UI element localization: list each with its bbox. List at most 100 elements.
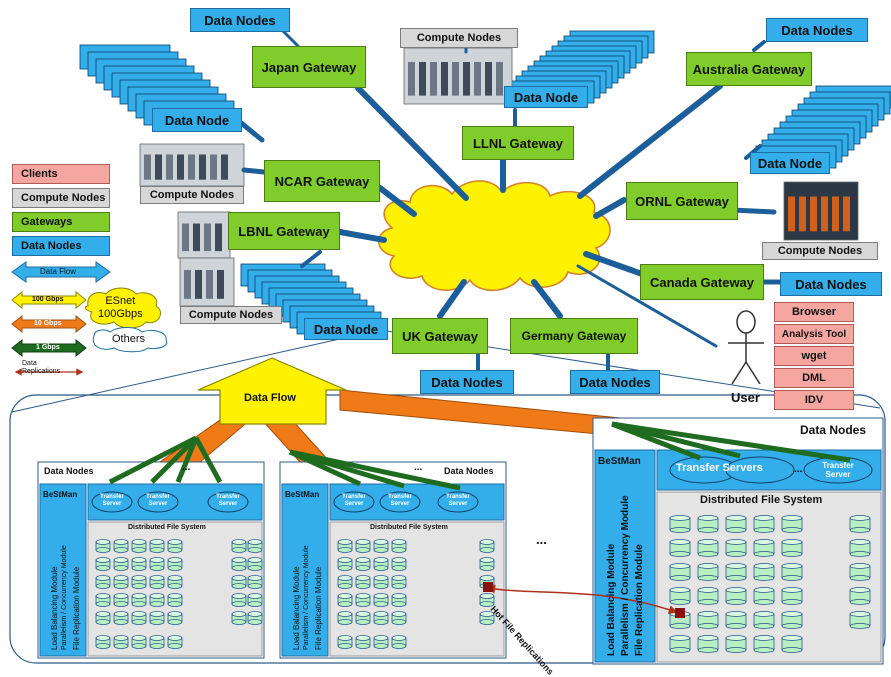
disk-g2-top: [337, 611, 353, 617]
compute-photo-lbnl-b-rack: [184, 270, 191, 299]
disk-g3c-bottom: [781, 647, 803, 653]
compute-photo-ornl-rack: [810, 196, 817, 232]
disk-g1-bottom: [149, 565, 165, 571]
transfer-server-label: Transfer Server: [342, 494, 366, 507]
legend-1gbps-label: 1 Gbps: [36, 344, 60, 351]
disk-g2-top: [355, 593, 371, 599]
transfer-server-oval: [207, 491, 249, 513]
disk-g2-top: [373, 557, 389, 563]
disk-g2: [391, 611, 407, 625]
disk-g1-bottom: [113, 547, 129, 553]
disk-g2-top: [337, 593, 353, 599]
disk-g1: [167, 593, 183, 607]
compute-photo-ncar-rack: [199, 154, 206, 180]
disk-g1-bottom: [149, 619, 165, 625]
compute-photo-llnl-rack: [441, 62, 448, 96]
disk-g3-top: [781, 611, 803, 617]
disk-g2-top: [391, 593, 407, 599]
disk-g1-top: [149, 557, 165, 563]
disk-g3c-bottom: [697, 647, 719, 653]
disk-g1-top: [113, 611, 129, 617]
disk-g3b-top: [849, 539, 871, 545]
hot-file-source: [483, 582, 493, 592]
disk-g3-bottom: [781, 623, 803, 629]
disk-g1-top: [167, 611, 183, 617]
tool-wget: wget: [774, 346, 854, 366]
disk-g2-bottom: [373, 601, 389, 607]
disk-g3-bottom: [697, 575, 719, 581]
compute-photo-llnl-rack: [419, 62, 426, 96]
disk-g2-top: [337, 539, 353, 545]
compute-photo-lbnl-b-rack: [195, 270, 202, 299]
disk-g3-top: [725, 587, 747, 593]
disk-g1b-top: [247, 575, 263, 581]
disk-g3-top: [697, 539, 719, 545]
disk-g3-top: [781, 587, 803, 593]
middle-ellipsis: ...: [536, 532, 547, 547]
module-replication-3: File Replication Module: [634, 544, 645, 656]
disk-g1-bottom: [131, 619, 147, 625]
disk-g3-top: [725, 515, 747, 521]
disk-g1-top: [113, 539, 129, 545]
bestman-label-1: BeStMan: [43, 490, 78, 499]
disk-g3b-bottom: [849, 527, 871, 533]
disk-g1-bottom: [113, 601, 129, 607]
disk-g2-top: [373, 593, 389, 599]
disk-g1-bottom: [149, 601, 165, 607]
disk-g3-bottom: [697, 623, 719, 629]
transfer-server-label: Transfer Server: [446, 494, 470, 507]
disk-g2-top: [355, 539, 371, 545]
disk-g3c: [725, 635, 747, 653]
disk-g1c: [149, 635, 165, 649]
bestman-column-2: [281, 483, 329, 657]
disk-g3: [781, 587, 803, 605]
disk-g1c-bottom: [113, 643, 129, 649]
disk-g2-bottom: [355, 619, 371, 625]
disk-g2b-top: [479, 575, 495, 581]
disk-g2c-bottom: [355, 643, 371, 649]
disk-g2-bottom: [373, 583, 389, 589]
group3-ellipsis: ...: [794, 464, 803, 475]
detail-data-nodes-2: Data Nodes: [444, 466, 494, 476]
disk-g3: [725, 563, 747, 581]
disk-g1c: [167, 635, 183, 649]
disk-g1-top: [113, 557, 129, 563]
disk-g3: [753, 539, 775, 557]
detail-data-flow-label: Data Flow: [244, 392, 296, 404]
disk-g2: [373, 593, 389, 607]
disk-g1c: [113, 635, 129, 649]
module-parallelism-3: Parallelism / Concurrency Module: [620, 495, 631, 656]
disk-g2c-top: [355, 635, 371, 641]
transfer-server-label: Transfer Server: [216, 494, 240, 507]
disk-g3: [697, 611, 719, 629]
compute-nodes-ncar-label: Compute Nodes: [140, 186, 244, 204]
disk-g3: [669, 539, 691, 557]
disk-g2-top: [373, 611, 389, 617]
compute-nodes-lbnl-label: Compute Nodes: [180, 306, 282, 324]
disk-g3b-bottom: [849, 551, 871, 557]
disk-g2-top: [391, 539, 407, 545]
disk-g3b: [849, 611, 871, 629]
disk-g1b-top: [231, 611, 247, 617]
disk-g1-top: [113, 575, 129, 581]
disk-g1-top: [95, 557, 111, 563]
disk-g1: [149, 611, 165, 625]
disk-g2: [373, 575, 389, 589]
disk-g3: [753, 587, 775, 605]
disk-g3-top: [669, 515, 691, 521]
disk-g3-bottom: [753, 527, 775, 533]
disk-g1c-top: [167, 635, 183, 641]
compute-photo-lbnl-a-rack: [215, 223, 222, 252]
disk-g3-top: [753, 563, 775, 569]
lbnl-gateway: LBNL Gateway: [228, 212, 340, 250]
transfer-server-oval: [333, 491, 375, 513]
disk-g1: [113, 557, 129, 571]
disk-g1-top: [149, 593, 165, 599]
disk-g3-bottom: [725, 599, 747, 605]
dfs-label-2: Distributed File System: [370, 524, 448, 531]
disk-g1c-top: [113, 635, 129, 641]
disk-g1b-top: [247, 611, 263, 617]
compute-photo-lbnl-a-rack: [204, 223, 211, 252]
disk-g1-bottom: [95, 601, 111, 607]
compute-photo-llnl-rack: [452, 62, 459, 96]
